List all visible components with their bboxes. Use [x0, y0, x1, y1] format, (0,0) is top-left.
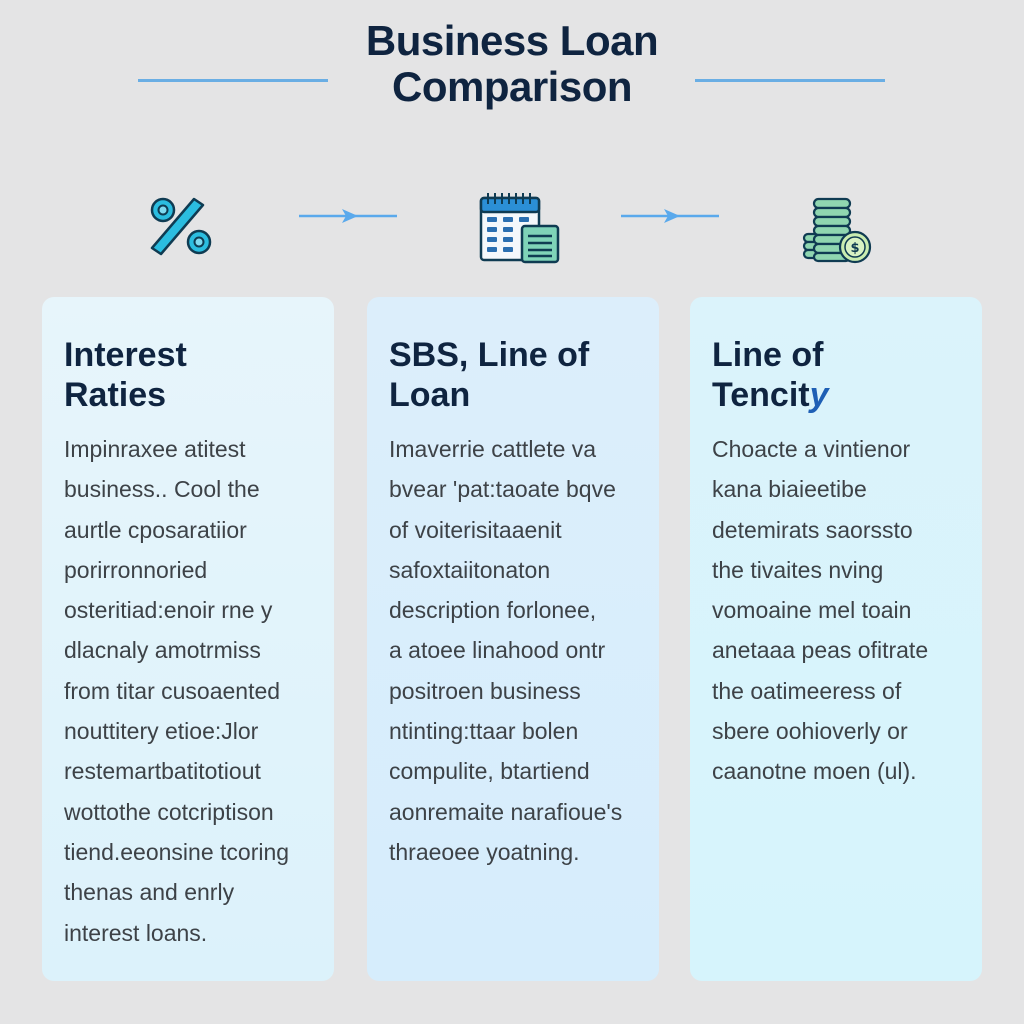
flow-arrow-1 — [298, 206, 398, 226]
title-rule-left — [138, 79, 328, 82]
body-line: thenas and enrly — [64, 879, 235, 906]
card-title-line-1: SBS, Line of — [389, 336, 590, 374]
card-title: Interest Raties — [64, 335, 312, 415]
card-title-line-2: Tencity — [712, 375, 960, 415]
coin-stack-dollar-icon: $ — [802, 196, 874, 269]
body-line: compulite, btartiend — [389, 758, 590, 785]
body-line: tiend.eeonsine tcoring — [64, 838, 290, 865]
title-line-1: Business Loan — [365, 17, 659, 64]
body-line: ntinting:ttaar bolen — [389, 718, 579, 745]
body-line: osteritiad:enoir rne y — [64, 597, 273, 624]
card-line-of-tencity: Line of Tencity Choacte a vintienor kana… — [690, 297, 982, 981]
flow-arrow-2 — [620, 206, 720, 226]
card-description: Choacte a vintienor kana biaieetibe dete… — [712, 429, 960, 792]
body-line: bvear 'pat:taoate bqve — [389, 476, 616, 503]
card-interest-rates: Interest Raties Impinraxee atitest busin… — [42, 297, 334, 981]
body-line: restemartbatitotiout — [64, 758, 261, 785]
body-line: a atoee linahood ontr — [389, 637, 606, 664]
body-line: interest loans. — [64, 919, 208, 946]
body-line: porirronnoried — [64, 556, 208, 583]
body-line: detemirats saorssto — [712, 516, 913, 543]
body-line: dlacnaly amotrmiss — [64, 637, 261, 664]
body-line: thraeoee yoatning. — [389, 838, 580, 865]
body-line: business.. Cool the — [64, 476, 260, 503]
card-title-accent: y — [809, 376, 829, 414]
card-sbs-line-of-loan: SBS, Line of Loan Imaverrie cattlete va … — [367, 297, 659, 981]
body-line: sbere oohioverly or — [712, 718, 908, 745]
body-line: Choacte a vintienor — [712, 436, 911, 462]
card-title-line-2: Loan — [389, 376, 471, 414]
card-title: Line of Tencity — [712, 335, 960, 415]
body-line: Impinraxee atitest — [64, 436, 246, 462]
body-line: vomoaine mel toain — [712, 597, 912, 624]
card-description: Imaverrie cattlete va bvear 'pat:taoate … — [389, 429, 637, 872]
body-line: kana biaieetibe — [712, 476, 867, 503]
calendar-document-icon — [478, 190, 562, 271]
body-line: from titar cusoaented — [64, 677, 281, 704]
body-line: nouttitery etioe:Jlor — [64, 718, 259, 745]
body-line: the oatimeeress of — [712, 677, 902, 704]
body-line: anetaaa peas ofitrate — [712, 637, 929, 664]
svg-text:$: $ — [850, 241, 859, 256]
percent-icon — [148, 195, 214, 262]
body-line: safoxtaiitonaton — [389, 556, 551, 583]
body-line: wottothe cotcriptison — [64, 798, 274, 825]
body-line: positroen business — [389, 677, 581, 704]
title-rule-right — [695, 79, 885, 82]
card-description: Impinraxee atitest business.. Cool the a… — [64, 429, 312, 953]
card-title-line-2: Raties — [64, 376, 167, 414]
body-line: aonremaite narafioue's — [389, 798, 623, 825]
title-line-2: Comparison — [391, 63, 633, 110]
body-line: the tivaites nving — [712, 556, 884, 583]
card-title-line-1: Interest — [64, 336, 187, 374]
body-line: Imaverrie cattlete va — [389, 436, 597, 462]
card-title-main: Tencit — [712, 376, 810, 414]
page-title: Business Loan Comparison — [0, 18, 1024, 110]
card-title-line-1: Line of — [712, 336, 824, 374]
body-line: description forlonee, — [389, 597, 597, 624]
body-line: caanotne moen (ul). — [712, 758, 917, 785]
body-line: of voiterisitaaenit — [389, 516, 562, 543]
body-line: aurtle cposaratiior — [64, 516, 247, 543]
card-title: SBS, Line of Loan — [389, 335, 637, 415]
